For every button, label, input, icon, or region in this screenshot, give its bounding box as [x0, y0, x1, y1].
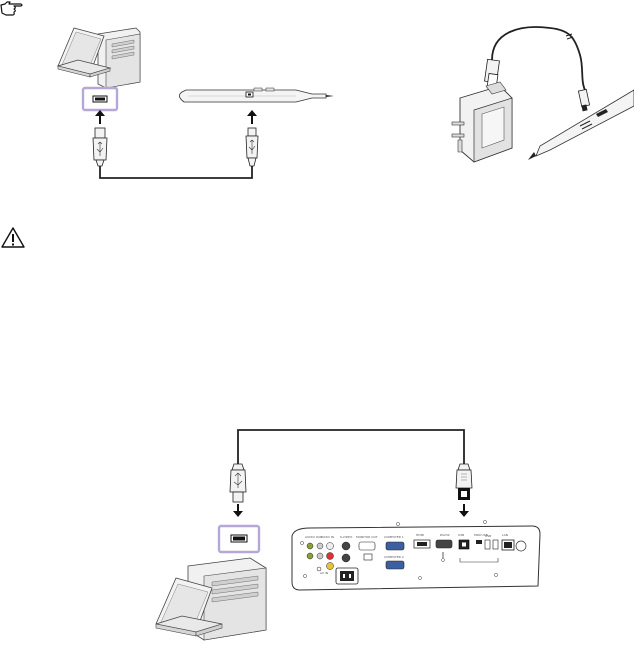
- pen-power-adapter-diagram: [430, 10, 634, 185]
- monitor-out-port: [359, 542, 375, 550]
- monitor-out-label: MONITOR OUT: [356, 535, 378, 539]
- pen-to-computer-usb-diagram: [40, 10, 340, 190]
- note-pointing-hand-icon: [0, 0, 26, 18]
- audio-out-jack: [307, 543, 313, 549]
- usb-a-plug-icon: [230, 464, 246, 502]
- computer-1-port: [386, 542, 404, 550]
- computer-1-label: COMPUTER 1: [384, 535, 404, 539]
- usb-a-label: USB: [485, 534, 491, 538]
- lan-label: LAN: [502, 533, 508, 537]
- usb-a-plug-icon: [93, 128, 107, 166]
- ir-sensor: [516, 541, 526, 551]
- computer-2-label: COMPUTER 2: [384, 555, 404, 559]
- power-adapter-icon: [452, 82, 512, 162]
- s-video-label: S-VIDEO: [340, 535, 353, 539]
- audio-in-label: AUDIO IN: [320, 535, 334, 539]
- usb-cable-line: [238, 430, 464, 464]
- rs232-port: [436, 540, 452, 548]
- charging-cable-line: [492, 27, 586, 92]
- rs232-label: RS232: [440, 533, 450, 537]
- projector-rear-panel: AUDIO OUT AUDIO IN S-VIDEO MONITOR OUT C…: [292, 520, 540, 590]
- computer-tower-icon: [98, 28, 140, 88]
- audio-in-jack: [307, 553, 313, 559]
- mini-plug-icon: [578, 89, 589, 111]
- mini-usb-plug-icon: [246, 128, 258, 166]
- computer-2-port: [386, 561, 404, 569]
- usb-a-port: [485, 540, 490, 549]
- ac-in-label: AC IN: [320, 571, 328, 575]
- usb-b-plug-icon: [456, 464, 472, 500]
- projector-to-computer-usb-diagram: AUDIO OUT AUDIO IN S-VIDEO MONITOR OUT C…: [140, 418, 560, 646]
- usb-cable-line: [100, 166, 252, 178]
- hdmi-label: HDMI: [416, 533, 424, 537]
- s-video-port: [342, 542, 350, 550]
- usb-b-label: USB: [458, 533, 464, 537]
- caution-triangle-icon: [0, 226, 26, 250]
- interactive-pen-icon: [179, 88, 334, 102]
